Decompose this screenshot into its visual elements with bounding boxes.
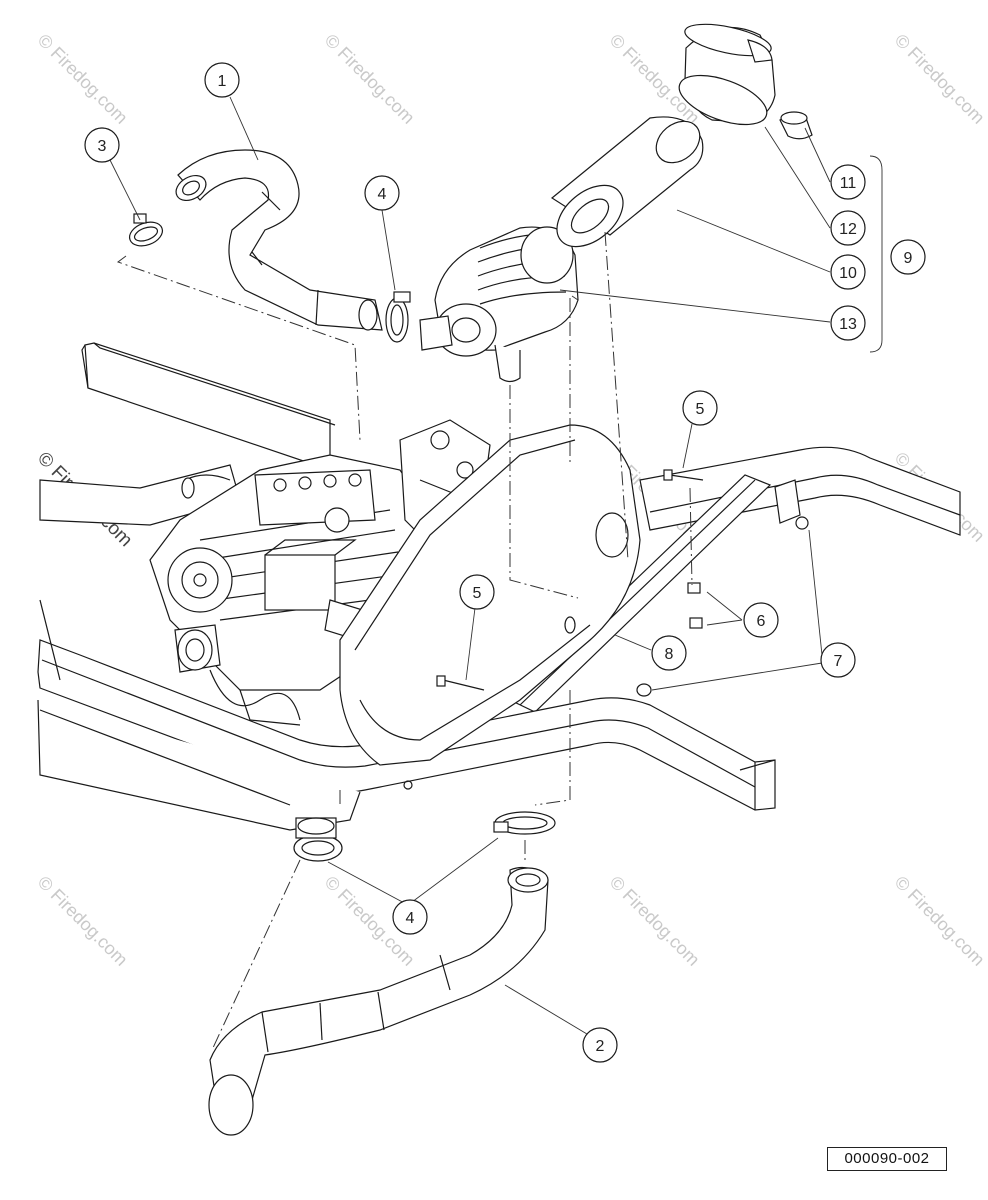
- callout-1: 1: [204, 62, 240, 98]
- svg-text:13: 13: [839, 316, 857, 333]
- hose-clamp-lower-right: [493, 811, 556, 835]
- callout-9: 9: [890, 239, 926, 275]
- svg-text:10: 10: [839, 265, 857, 282]
- svg-text:4: 4: [406, 910, 415, 927]
- hose-clamp-intake: [385, 291, 411, 343]
- svg-text:12: 12: [839, 221, 857, 238]
- callout-5: 5: [682, 390, 718, 426]
- callout-3: 3: [84, 127, 120, 163]
- callout-10: 10: [830, 254, 866, 290]
- svg-text:7: 7: [834, 653, 843, 670]
- svg-text:11: 11: [840, 175, 857, 192]
- assembly-centerlines: [116, 231, 693, 1051]
- hardware: [436, 469, 809, 697]
- vacuator-valve: [779, 111, 813, 140]
- callout-12: 12: [830, 210, 866, 246]
- svg-text:5: 5: [696, 401, 705, 418]
- upper-intake-hose: [175, 149, 383, 331]
- callout-8: 8: [651, 635, 687, 671]
- hose-clamp-lower-left: [293, 817, 343, 862]
- air-cleaner-housing: [419, 226, 579, 383]
- svg-text:1: 1: [218, 73, 227, 90]
- hose-clamp-upper: [128, 213, 164, 247]
- svg-text:2: 2: [596, 1038, 605, 1055]
- svg-text:9: 9: [904, 250, 913, 267]
- callout-5: 5: [459, 574, 495, 610]
- air-filter-element: [550, 116, 704, 248]
- svg-text:8: 8: [665, 646, 674, 663]
- callout-6: 6: [743, 602, 779, 638]
- svg-text:6: 6: [757, 613, 766, 630]
- callout-13: 13: [830, 305, 866, 341]
- air-cleaner-cover: [678, 23, 776, 126]
- leader-lines: [109, 96, 883, 1044]
- callout-7: 7: [820, 642, 856, 678]
- callout-11: 11: [830, 164, 866, 200]
- lower-intake-hose: [208, 867, 549, 1136]
- callout-2: 2: [582, 1027, 618, 1063]
- svg-text:3: 3: [98, 138, 107, 155]
- callouts: 1 2 3 4 4 5 5 6 7 8 9 10 11 12 13: [84, 62, 926, 1063]
- svg-text:5: 5: [473, 585, 482, 602]
- figure-code-label: 000090-002: [827, 1147, 947, 1171]
- svg-text:4: 4: [378, 186, 387, 203]
- callout-4: 4: [392, 899, 428, 935]
- callout-4: 4: [364, 175, 400, 211]
